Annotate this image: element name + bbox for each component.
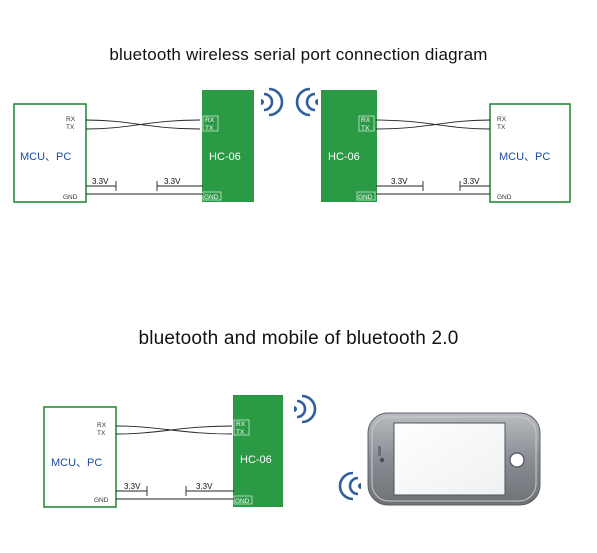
bottom-supply-label-2: 3.3V [196,482,213,491]
bottom-host-box: MCU、PC RX TX GND [43,406,117,508]
left-hc06-module: RX TX GND HC-06 [202,90,254,202]
bottom-hc06-module: RX TX GND HC-06 [233,395,283,507]
serial-diagram-title: bluetooth wireless serial port connectio… [109,45,488,64]
left-supply-label-2: 3.3V [164,177,181,186]
bottom-host-label: MCU、PC [51,457,102,469]
left-host-pin-rx: RX [66,116,76,123]
right-host-pin-gnd: GND [497,194,512,201]
mobile-link-diagram: MCU、PC RX TX GND RX TX GND HC-06 3.3V 3.… [43,394,541,508]
left-module-pin-gnd: GND [204,194,219,201]
bottom-module-pin-tx: TX [236,429,245,436]
right-serial-wires [375,119,491,195]
right-host-pin-tx: TX [497,124,506,131]
wireless-signal-icon [338,471,361,501]
left-module-pin-tx: TX [205,125,214,132]
left-supply-label-1: 3.3V [92,177,109,186]
right-module-pin-tx: TX [361,125,370,132]
bottom-module-pin-rx: RX [236,421,246,428]
serial-link-diagram: MCU、PC RX TX GND RX TX GND HC-06 3.3V 3.… [13,87,571,203]
bottom-supply-label-1: 3.3V [124,482,141,491]
left-host-pin-tx: TX [66,124,75,131]
bottom-host-pin-gnd: GND [94,497,109,504]
wireless-signal-icon [294,394,317,424]
mobile-diagram-title: bluetooth and mobile of bluetooth 2.0 [138,328,459,349]
bottom-serial-wires [115,425,234,500]
wireless-signal-icon [295,87,318,117]
left-host-pin-gnd: GND [63,194,78,201]
left-host-label: MCU、PC [20,151,71,163]
smartphone-icon [367,412,541,506]
left-host-box: MCU、PC RX TX GND [13,103,87,203]
right-host-label: MCU、PC [499,151,550,163]
left-module-pin-rx: RX [205,117,215,124]
right-module-pin-rx: RX [361,117,371,124]
left-module-label: HC-06 [209,151,241,163]
right-supply-label-1: 3.3V [391,177,408,186]
right-host-box: MCU、PC RX TX GND [489,103,571,203]
bottom-module-label: HC-06 [240,454,272,466]
wireless-signal-icon [261,87,284,117]
left-serial-wires [85,119,203,195]
right-module-label: HC-06 [328,151,360,163]
bottom-host-pin-tx: TX [97,430,106,437]
bottom-host-pin-rx: RX [97,422,107,429]
right-host-pin-rx: RX [497,116,507,123]
right-hc06-module: RX TX GND HC-06 [321,90,377,202]
bottom-module-pin-gnd: GND [235,498,250,505]
right-supply-label-2: 3.3V [463,177,480,186]
right-module-pin-gnd: GND [358,194,373,201]
